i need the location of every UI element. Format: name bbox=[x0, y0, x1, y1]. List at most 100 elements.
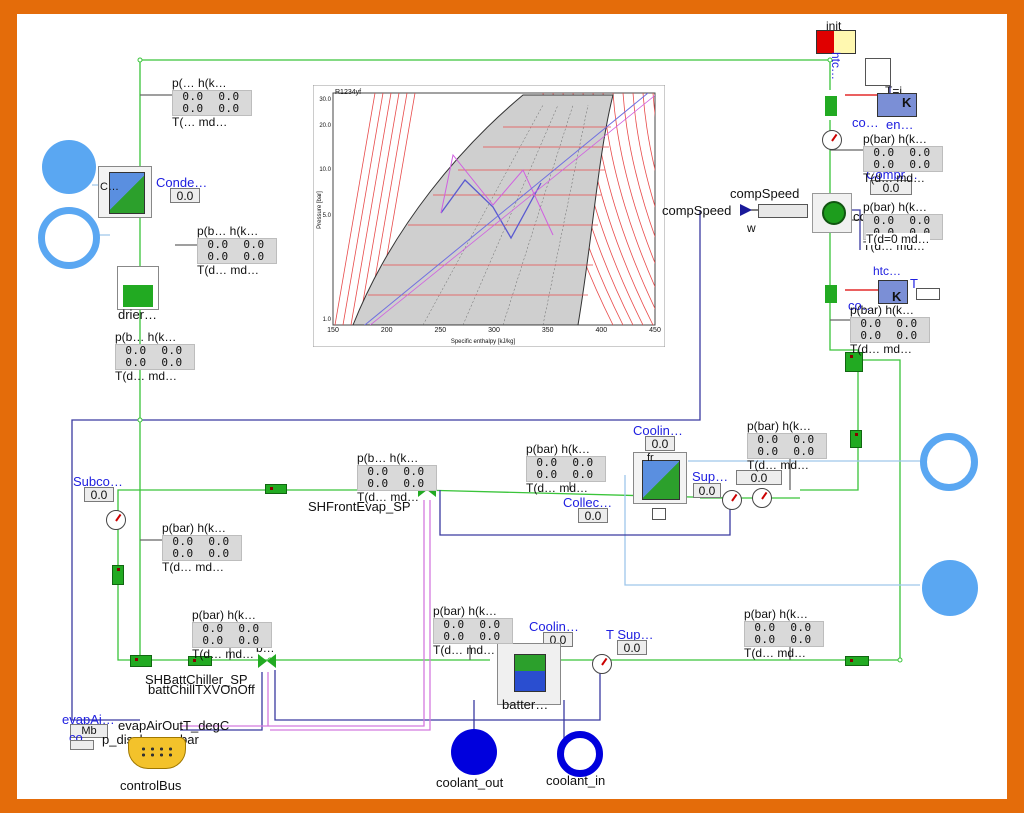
state-value: 0.0 bbox=[243, 238, 265, 251]
coolant-out-port[interactable] bbox=[451, 729, 497, 775]
sh-front-label: SHFrontEvap_SP bbox=[308, 499, 411, 514]
state-value: 0.0 bbox=[208, 535, 230, 548]
state-value: 0.0 bbox=[754, 633, 776, 646]
state-value: 0.0 bbox=[443, 630, 465, 643]
state-table-header: p(b… h(k… bbox=[115, 330, 177, 344]
chart-y-tick: 10.0 bbox=[319, 167, 331, 173]
chart-x-tick: 400 bbox=[595, 327, 607, 334]
compressor[interactable] bbox=[812, 193, 852, 233]
state-value: 0.0 bbox=[218, 102, 240, 115]
state-value: 0.0 bbox=[754, 621, 776, 634]
init-block[interactable] bbox=[816, 30, 856, 54]
state-value: 0.0 bbox=[873, 214, 895, 227]
state-value: 0.0 bbox=[403, 465, 425, 478]
state-value: 0.0 bbox=[182, 90, 204, 103]
coolant-temp-sensor[interactable] bbox=[592, 654, 612, 674]
sh-batt-label: SHBattChiller_SP bbox=[145, 672, 248, 687]
condenser-label: Conde… bbox=[156, 175, 208, 190]
pressure-sensor-top[interactable] bbox=[822, 130, 842, 150]
evaporator-w-port[interactable] bbox=[652, 508, 666, 520]
comp-speed-input-arrow[interactable] bbox=[740, 204, 752, 216]
heat-resistor-top[interactable] bbox=[877, 93, 917, 117]
pipe-seg-4[interactable] bbox=[845, 656, 869, 666]
state-table-footer: T(d… md… bbox=[747, 458, 810, 472]
state-table-footer: T(d… md… bbox=[357, 490, 420, 504]
heat-boundary-mid[interactable] bbox=[916, 288, 940, 300]
drier-label: drier… bbox=[118, 307, 158, 322]
mb-display: Mb bbox=[70, 724, 108, 738]
pipe-seg-7[interactable] bbox=[845, 352, 863, 372]
en-label: en… bbox=[886, 117, 914, 132]
chart-y-tick: 1.0 bbox=[323, 317, 332, 323]
coolant-in-port[interactable] bbox=[557, 731, 603, 777]
state-value: 0.0 bbox=[403, 477, 425, 490]
comp-speed-left-label: compSpeed bbox=[662, 203, 732, 218]
isotherm-line bbox=[612, 93, 655, 264]
chart-y-tick: 5.0 bbox=[323, 213, 332, 219]
compr-display: 0.0 bbox=[870, 180, 912, 195]
receiver-drier[interactable] bbox=[117, 266, 159, 310]
collector-display: 0.0 bbox=[578, 508, 608, 523]
state-value: 0.0 bbox=[243, 250, 265, 263]
state-table-header: p(bar) h(k… bbox=[192, 608, 257, 622]
state-value: 0.0 bbox=[172, 535, 194, 548]
isotherm-line bbox=[342, 93, 384, 325]
superheat-sensor-2[interactable] bbox=[752, 488, 772, 508]
battery-chiller-expansion-valve[interactable] bbox=[258, 654, 276, 668]
state-table-header: p(bar) h(k… bbox=[747, 419, 812, 433]
state-value: 0.0 bbox=[202, 634, 224, 647]
state-value: 0.0 bbox=[161, 356, 183, 369]
chart-fluid-label: R1234yf bbox=[335, 89, 361, 96]
pipe-seg-3[interactable] bbox=[850, 430, 862, 448]
subcooling-display: 0.0 bbox=[84, 487, 114, 502]
state-table-header: p(b… h(k… bbox=[197, 224, 259, 238]
state-value: 0.0 bbox=[896, 317, 918, 330]
pipe-seg-1[interactable] bbox=[112, 565, 124, 585]
state-table-footer: T(d… md… bbox=[863, 171, 926, 185]
state-value: 0.0 bbox=[572, 456, 594, 469]
subcooling-sensor[interactable] bbox=[106, 510, 126, 530]
isotherm-line bbox=[358, 93, 400, 325]
pipe-seg-5[interactable] bbox=[130, 655, 152, 667]
condenser[interactable] bbox=[98, 166, 152, 218]
front-evap-air-in-port[interactable] bbox=[922, 560, 978, 616]
state-value: 0.0 bbox=[793, 433, 815, 446]
state-table-header: p(bar) h(k… bbox=[744, 607, 809, 621]
pipe-seg-2[interactable] bbox=[265, 484, 287, 494]
pipe-top-right[interactable] bbox=[825, 96, 837, 116]
state-value: 0.0 bbox=[536, 456, 558, 469]
pipe-seg-6[interactable] bbox=[188, 656, 212, 666]
state-table-footer: T(d… md… bbox=[433, 643, 496, 657]
front-evap-air-out-port[interactable] bbox=[920, 433, 978, 491]
condenser-air-in-port[interactable] bbox=[42, 140, 96, 194]
speed-actuator[interactable] bbox=[758, 204, 808, 218]
state-table-header: p(bar) h(k… bbox=[433, 604, 498, 618]
state-value: 0.0 bbox=[202, 622, 224, 635]
comp-speed-top-label: compSpeed bbox=[730, 186, 800, 201]
control-bus[interactable] bbox=[128, 737, 186, 769]
heat-boundary-top[interactable] bbox=[865, 58, 891, 86]
condenser-air-out-port[interactable] bbox=[38, 207, 100, 269]
state-value: 0.0 bbox=[572, 468, 594, 481]
coolant-in-label: coolant_in bbox=[546, 773, 606, 788]
batt-txv-label: battChillTXVOnOff bbox=[148, 682, 255, 697]
battery-chiller[interactable] bbox=[497, 643, 561, 705]
heat-resistor-mid[interactable] bbox=[878, 280, 908, 304]
chart-x-tick: 350 bbox=[542, 327, 554, 334]
front-evaporator[interactable] bbox=[633, 452, 687, 504]
isotherm-line bbox=[622, 93, 655, 238]
w-label: w bbox=[747, 221, 756, 235]
superheat-sensor-1[interactable] bbox=[722, 490, 742, 510]
state-table-header: p(… h(k… bbox=[172, 76, 227, 90]
t-sup-display: 0.0 bbox=[617, 640, 647, 655]
pipe-mid-right[interactable] bbox=[825, 285, 837, 303]
battery-label: batter… bbox=[502, 697, 549, 712]
